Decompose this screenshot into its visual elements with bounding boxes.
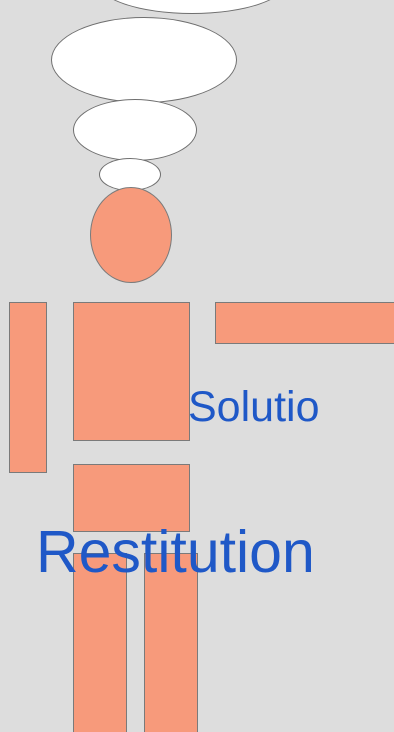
figure-left-leg (73, 553, 127, 732)
figure-hips (73, 464, 190, 532)
figure-torso (73, 302, 190, 441)
figure-head (90, 187, 172, 283)
thought-bubble-top (96, 0, 288, 14)
label-restitution: Restitution (36, 519, 315, 585)
figure-left-arm (9, 302, 47, 473)
thought-bubble-large (51, 17, 237, 103)
figure-right-leg (144, 553, 198, 732)
thought-bubble-medium (73, 99, 197, 161)
thought-bubble-small (99, 158, 161, 191)
label-solution: Solutio (188, 383, 320, 431)
figure-right-arm (215, 302, 394, 344)
